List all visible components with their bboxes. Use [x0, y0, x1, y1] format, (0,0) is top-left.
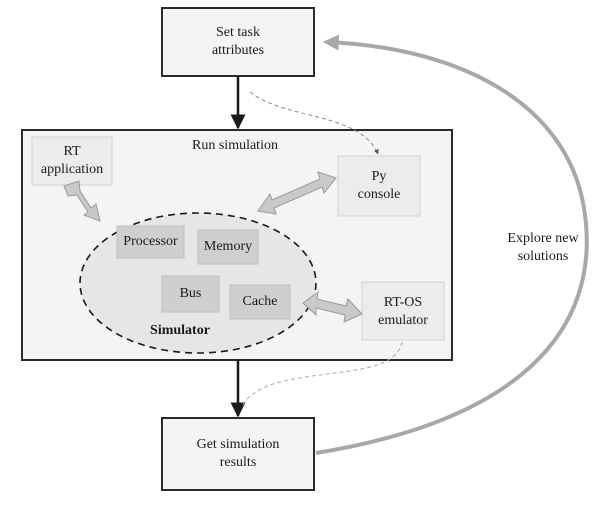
dashed-set-to-py: [249, 91, 379, 155]
double-arrow-py-console: [257, 171, 337, 215]
rtos-emulator-box: [361, 281, 445, 341]
set-task-box: [161, 7, 315, 77]
double-arrow-rt-app: [63, 180, 101, 222]
bus-box: [161, 275, 220, 313]
get-results-label: Get simulation results: [196, 437, 280, 470]
simulator-label: Simulator: [150, 323, 210, 338]
cache-box: [229, 284, 291, 320]
dashed-rtos-to-results: [241, 341, 403, 409]
explore-loop-arrow: [315, 34, 589, 455]
rt-application-box: [31, 136, 113, 186]
bus-label: Bus: [179, 286, 202, 301]
memory-box: [197, 229, 259, 265]
processor-label: Processor: [123, 234, 178, 249]
rt-application-label: RT application: [40, 144, 104, 177]
processor-box: [116, 225, 185, 259]
py-console-label: Py console: [357, 169, 401, 202]
rtos-emulator-label: RT-OS emulator: [378, 295, 428, 328]
double-arrow-rtos: [302, 290, 363, 323]
run-simulation-label: Run simulation: [192, 138, 278, 153]
memory-label: Memory: [203, 239, 253, 254]
cache-label: Cache: [242, 294, 278, 309]
py-console-box: [337, 155, 421, 217]
get-results-box: [161, 417, 315, 491]
set-task-label: Set task attributes: [211, 25, 265, 58]
explore-label: Explore new solutions: [507, 231, 579, 264]
